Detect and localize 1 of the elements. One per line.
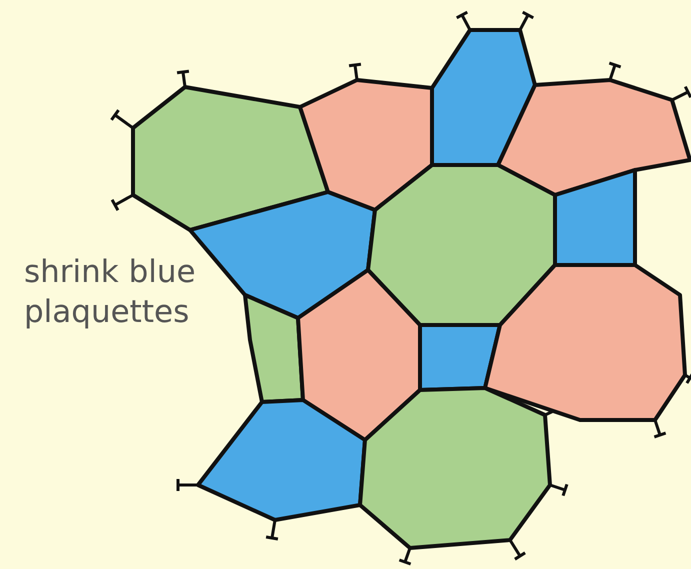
- caption-text: shrink blue plaquettes: [24, 253, 197, 332]
